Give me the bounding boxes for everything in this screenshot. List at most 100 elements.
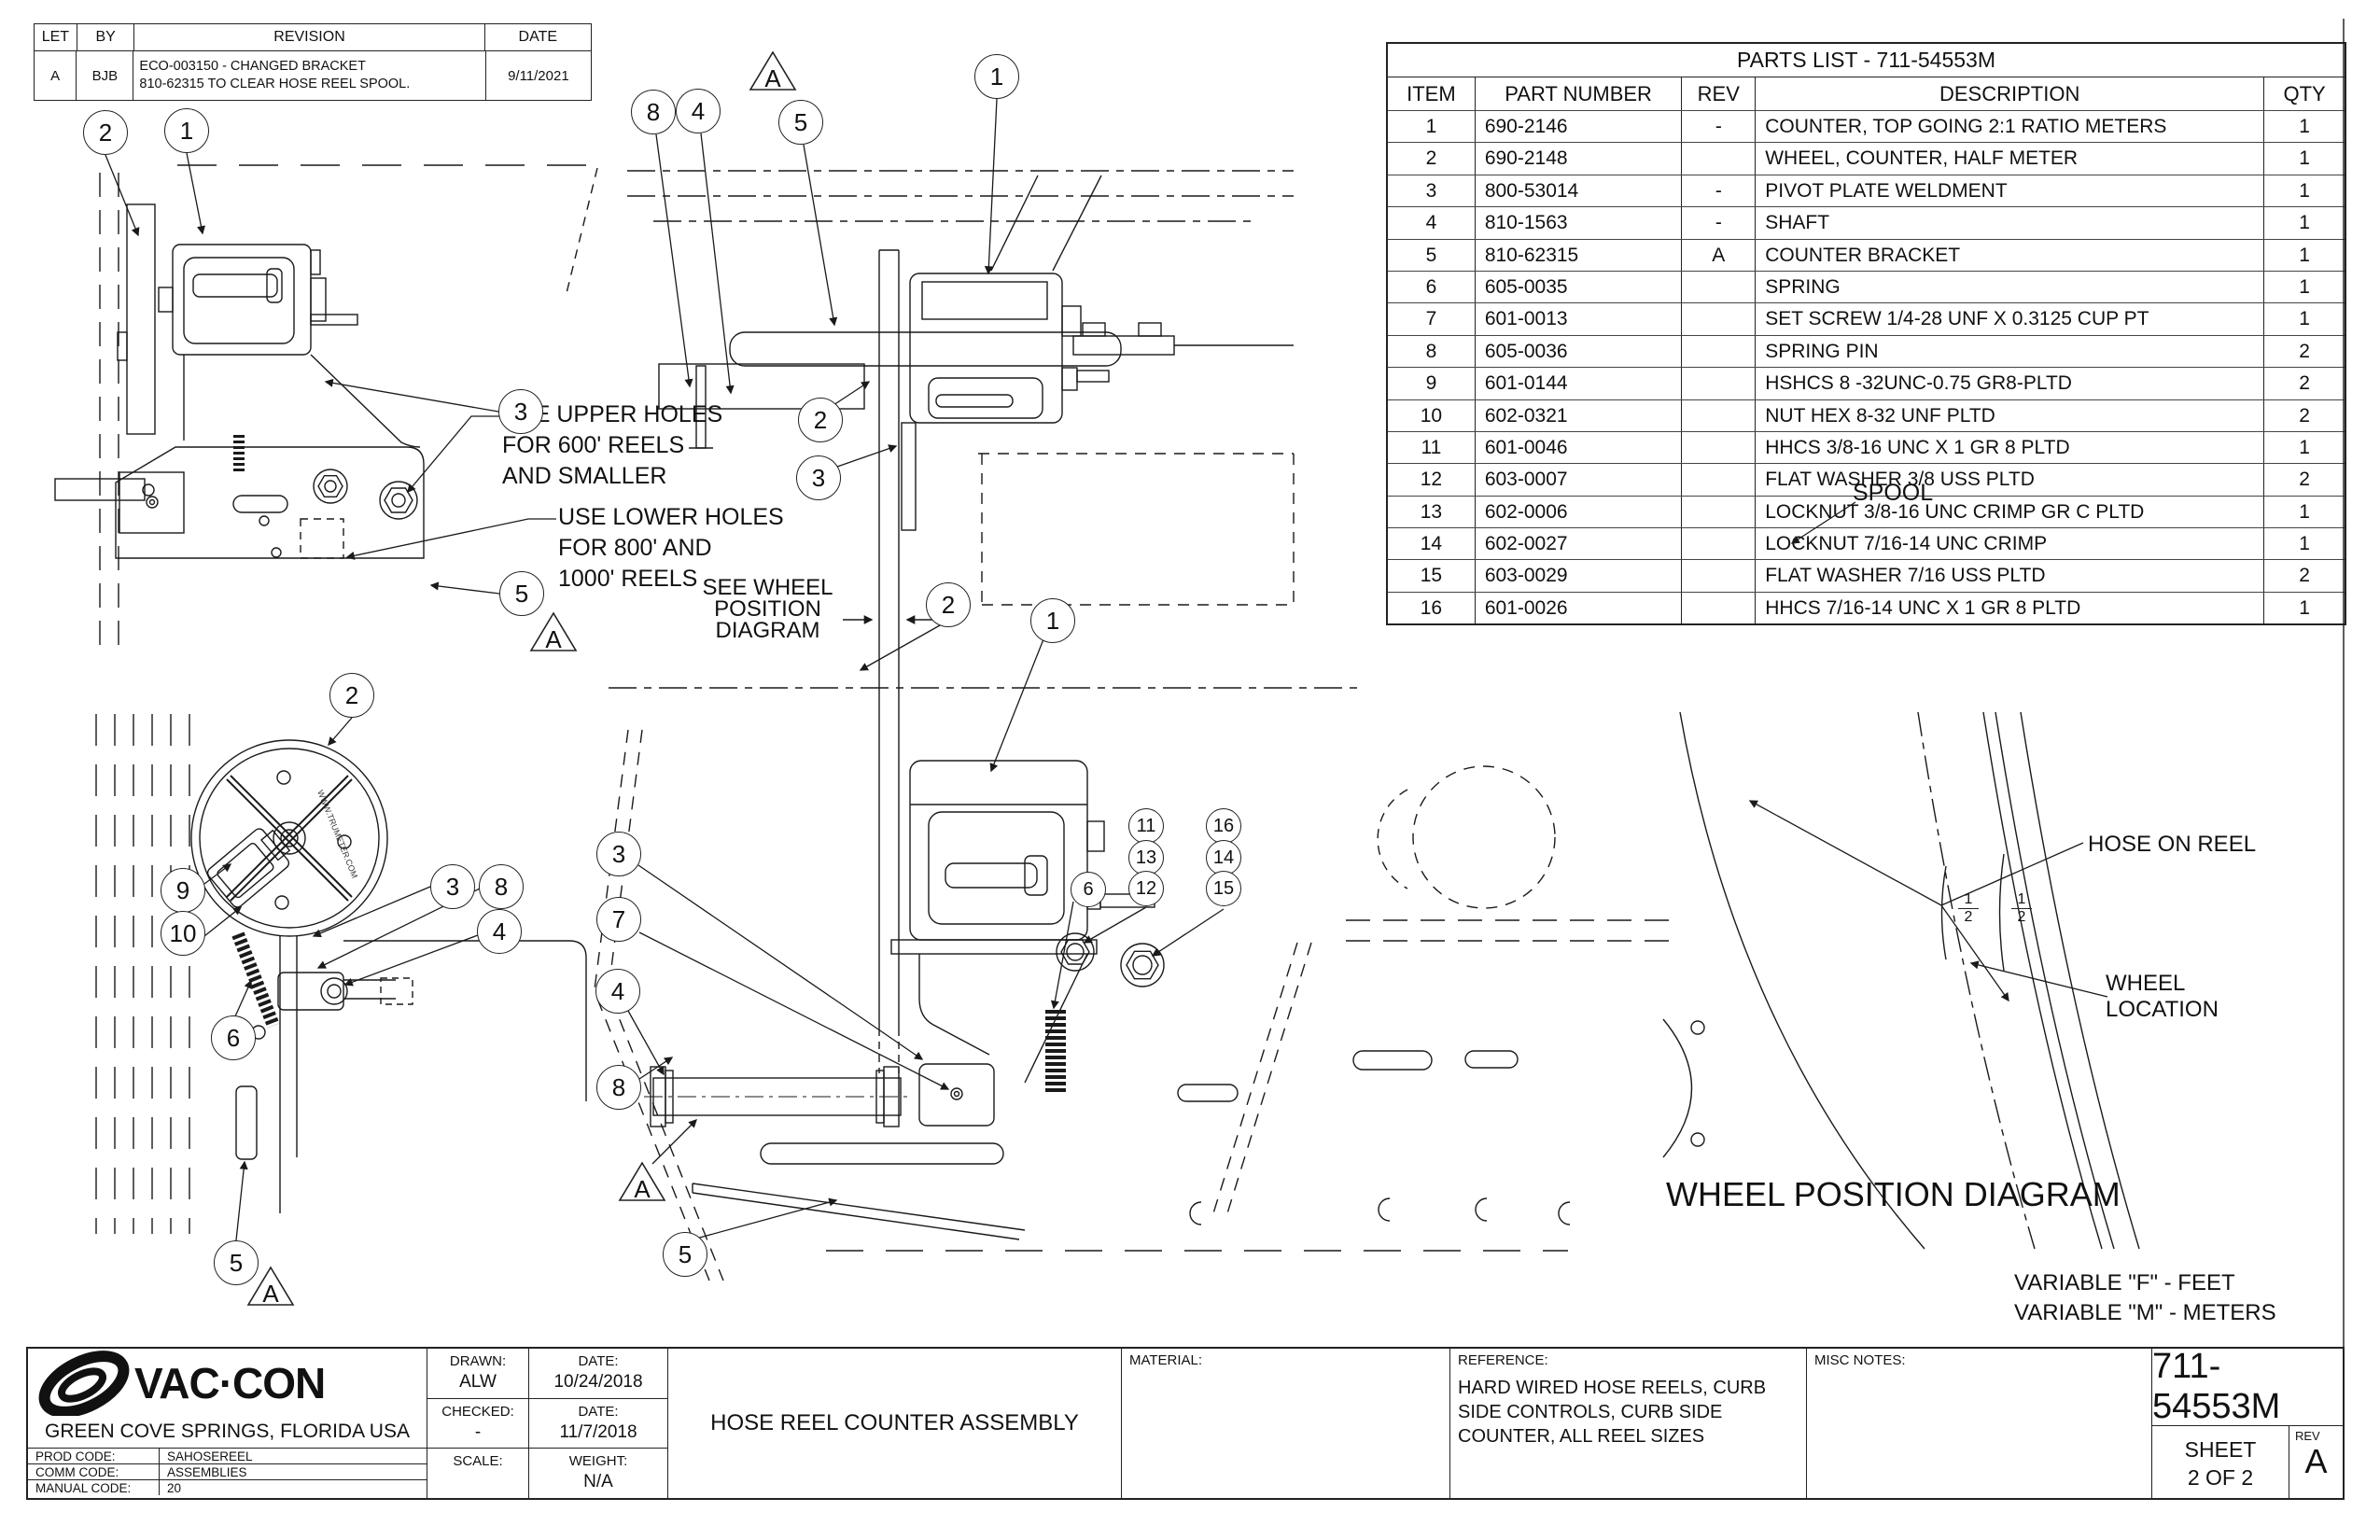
- parts-col-rev: REV: [1681, 77, 1755, 110]
- parts-cell: NUT HEX 8-32 UNF PLTD: [1755, 399, 2263, 431]
- parts-cell: -: [1681, 207, 1755, 239]
- parts-cell: 12: [1420, 469, 1443, 491]
- parts-cell: 690-2146: [1474, 111, 1682, 143]
- prod-code-label: PROD CODE:: [35, 1449, 116, 1463]
- parts-cell: 1: [2263, 528, 2345, 560]
- drawing-title: HOSE REEL COUNTER ASSEMBLY: [667, 1349, 1121, 1498]
- parts-cell: [1681, 528, 1755, 560]
- parts-cell: [1681, 335, 1755, 368]
- parts-cell: 690-2148: [1474, 143, 1682, 175]
- revision-col-revision: REVISION: [133, 24, 483, 50]
- parts-cell: 603-0007: [1474, 464, 1682, 496]
- parts-cell: HHCS 7/16-14 UNC X 1 GR 8 PLTD: [1755, 592, 2263, 624]
- misc-notes-label: MISC NOTES:: [1814, 1352, 1906, 1368]
- reference-text: HARD WIRED HOSE REELS, CURB SIDE CONTROL…: [1458, 1378, 1767, 1447]
- parts-cell: 1: [2263, 207, 2345, 239]
- parts-cell: 4: [1425, 212, 1437, 234]
- revision-let: A: [35, 50, 77, 100]
- parts-cell: COUNTER, TOP GOING 2:1 RATIO METERS: [1755, 111, 2263, 143]
- drawn-cell: DRAWN:ALW: [449, 1353, 507, 1392]
- material-cell: MATERIAL:: [1121, 1349, 1449, 1498]
- parts-cell: 601-0144: [1474, 368, 1682, 399]
- manual-code-value: 20: [159, 1480, 427, 1495]
- parts-cell: 7: [1425, 308, 1437, 330]
- parts-cell: 1: [2263, 303, 2345, 335]
- parts-cell: 16: [1420, 596, 1443, 619]
- parts-cell: 1: [2263, 271, 2345, 303]
- parts-cell: 1: [2263, 239, 2345, 271]
- parts-cell: 10: [1420, 404, 1443, 427]
- reference-cell: REFERENCE: HARD WIRED HOSE REELS, CURB S…: [1449, 1349, 1806, 1498]
- parts-cell: 1: [1425, 116, 1437, 137]
- parts-cell: SPRING PIN: [1755, 335, 2263, 368]
- parts-cell: 3: [1425, 179, 1437, 202]
- drawing-number: 711-54553M: [2152, 1347, 2281, 1426]
- parts-cell: 15: [1420, 565, 1443, 587]
- parts-cell: HSHCS 8 -32UNC-0.75 GR8-PLTD: [1755, 368, 2263, 399]
- parts-cell: [1681, 303, 1755, 335]
- parts-col-qty: QTY: [2263, 77, 2345, 110]
- parts-list-title: PARTS LIST - 711-54553M: [1737, 48, 1995, 72]
- prod-code-value: SAHOSEREEL: [159, 1449, 427, 1463]
- revision-table: LET BY REVISION DATE A BJB ECO-003150 - …: [34, 23, 592, 101]
- revision-by: BJB: [76, 50, 133, 100]
- parts-cell: 5: [1425, 244, 1437, 266]
- parts-cell: SET SCREW 1/4-28 UNF X 0.3125 CUP PT: [1755, 303, 2263, 335]
- parts-cell: 14: [1420, 533, 1443, 555]
- parts-cell: SHAFT: [1755, 207, 2263, 239]
- parts-cell: 601-0026: [1474, 592, 1682, 624]
- parts-cell: 602-0006: [1474, 496, 1682, 528]
- parts-cell: 601-0013: [1474, 303, 1682, 335]
- parts-cell: [1681, 368, 1755, 399]
- revision-header: LET BY REVISION DATE: [35, 24, 591, 50]
- misc-notes-cell: MISC NOTES:: [1806, 1349, 2151, 1498]
- parts-list-header: ITEM PART NUMBER REV DESCRIPTION QTY: [1388, 77, 2345, 110]
- parts-cell: -: [1681, 175, 1755, 207]
- parts-cell: [1681, 431, 1755, 464]
- parts-cell: 6: [1425, 275, 1437, 298]
- company-cell: VAC·CON GREEN COVE SPRINGS, FLORIDA USA …: [28, 1349, 427, 1498]
- drawn-date-cell: DATE:10/24/2018: [553, 1353, 643, 1392]
- parts-cell: WHEEL, COUNTER, HALF METER: [1755, 143, 2263, 175]
- parts-cell: 1: [2263, 111, 2345, 143]
- parts-cell: 13: [1420, 500, 1443, 523]
- parts-cell: A: [1681, 239, 1755, 271]
- manual-code-row: MANUAL CODE: 20: [28, 1479, 427, 1495]
- reference-label: REFERENCE:: [1458, 1352, 1548, 1368]
- parts-cell: 11: [1421, 436, 1442, 458]
- parts-cell: 603-0029: [1474, 560, 1682, 592]
- checked-cell: CHECKED:-: [427, 1397, 528, 1449]
- parts-cell: 800-53014: [1474, 175, 1682, 207]
- revision-col-date: DATE: [483, 24, 591, 50]
- parts-cell: 9: [1425, 372, 1437, 395]
- parts-cell: 810-1563: [1474, 207, 1682, 239]
- parts-cell: 1: [2263, 175, 2345, 207]
- comm-code-row: COMM CODE: ASSEMBLIES: [28, 1463, 427, 1479]
- parts-cell: 2: [2263, 335, 2345, 368]
- parts-cell: 810-62315: [1474, 239, 1682, 271]
- prod-code-row: PROD CODE: SAHOSEREEL: [28, 1448, 427, 1463]
- company-name: VAC·CON: [134, 1359, 326, 1407]
- parts-cell: 8: [1425, 340, 1437, 362]
- parts-cell: [1681, 464, 1755, 496]
- parts-cell: [1681, 496, 1755, 528]
- revision-col-let: LET: [41, 29, 70, 45]
- drawn-checked-scale-column: DRAWN:ALW CHECKED:- SCALE:: [427, 1349, 528, 1498]
- parts-cell: 2: [1425, 147, 1437, 170]
- parts-cell: 602-0321: [1474, 399, 1682, 431]
- parts-cell: [1681, 271, 1755, 303]
